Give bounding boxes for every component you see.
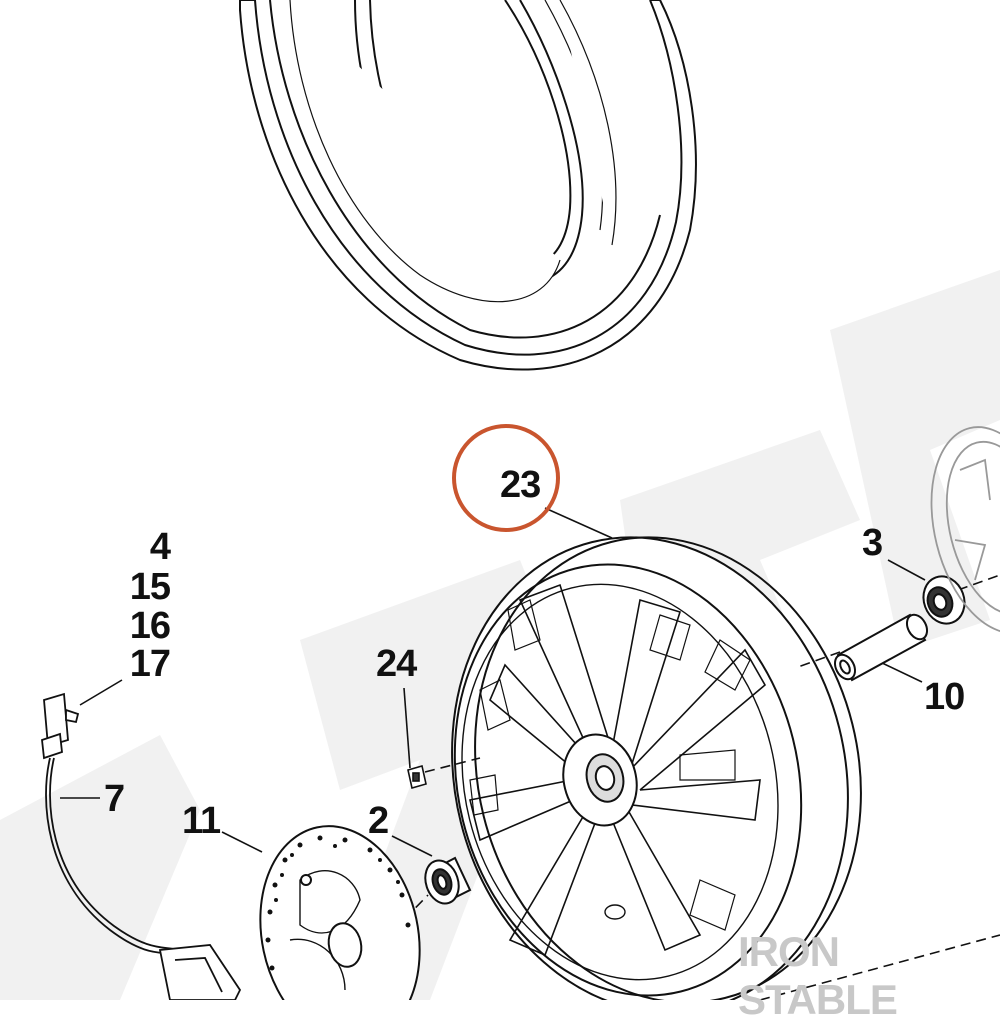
caliper — [158, 944, 242, 1000]
highlight-circle — [452, 424, 560, 532]
callout-2[interactable]: 2 — [368, 800, 389, 842]
callout-17[interactable]: 17 — [129, 643, 171, 685]
brake-disc — [259, 825, 421, 1000]
callout-10[interactable]: 10 — [924, 676, 965, 718]
speed-sensor — [41, 692, 179, 956]
callout-16[interactable]: 16 — [129, 605, 171, 647]
leader-lines — [60, 507, 1000, 1000]
clip-24 — [407, 764, 427, 790]
callout-23[interactable]: 23 — [500, 464, 541, 506]
exploded-parts-diagram — [0, 0, 1000, 1000]
callout-11[interactable]: 11 — [182, 800, 221, 842]
tire — [239, 0, 697, 371]
wheel-rim — [451, 536, 862, 1000]
partial-wheel-right — [930, 426, 1000, 634]
callout-3[interactable]: 3 — [862, 522, 883, 564]
spacer-10 — [833, 613, 929, 682]
callout-15[interactable]: 15 — [129, 566, 171, 608]
callout-4[interactable]: 4 — [149, 526, 171, 568]
callout-7[interactable]: 7 — [104, 778, 125, 820]
watermark-text: IRON STABLE — [738, 928, 898, 1023]
bearing-2 — [424, 856, 472, 905]
callout-24[interactable]: 24 — [376, 643, 417, 685]
